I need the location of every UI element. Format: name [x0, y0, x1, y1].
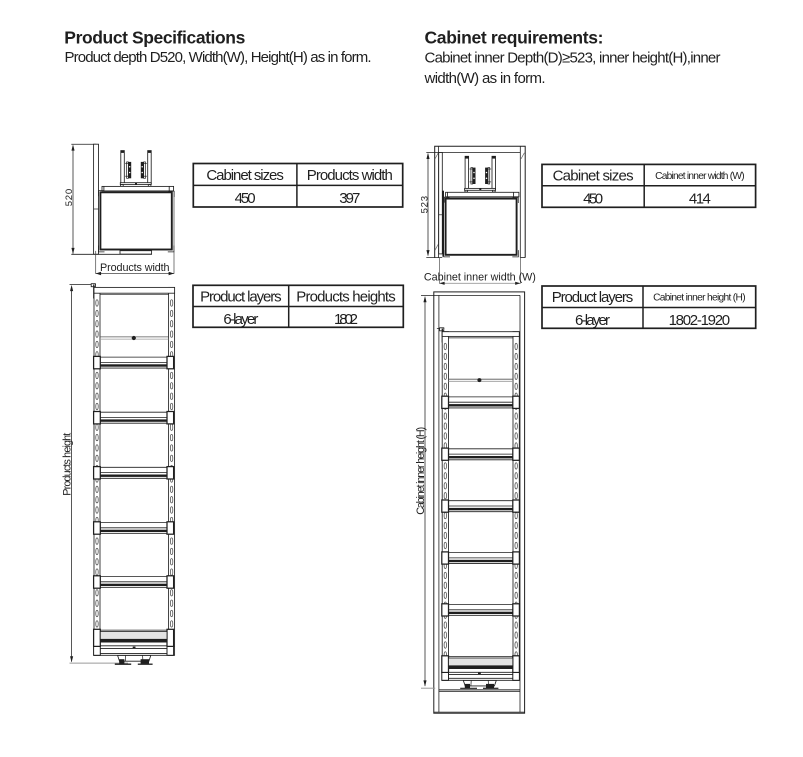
svg-text:Product layers: Product layers: [552, 289, 634, 306]
svg-text:523: 523: [420, 196, 431, 214]
svg-text:Products height: Products height: [61, 433, 73, 496]
svg-text:Products heights: Products heights: [296, 288, 396, 305]
svg-text:Cabinet inner height (H): Cabinet inner height (H): [653, 293, 746, 304]
svg-text:Product layers: Product layers: [200, 288, 282, 305]
svg-text:6-layer: 6-layer: [575, 312, 610, 329]
svg-text:6-layer: 6-layer: [223, 311, 258, 328]
svg-text:Cabinet sizes: Cabinet sizes: [553, 168, 634, 185]
svg-text:Cabinet inner height (H): Cabinet inner height (H): [415, 427, 427, 515]
svg-text:Cabinet inner width (W): Cabinet inner width (W): [655, 171, 745, 182]
svg-text:397: 397: [339, 190, 360, 207]
svg-text:Cabinet sizes: Cabinet sizes: [206, 167, 284, 184]
svg-text:414: 414: [689, 191, 711, 208]
svg-text:1802-1920: 1802-1920: [669, 312, 731, 329]
svg-text:520: 520: [64, 189, 75, 207]
svg-text:Products width: Products width: [307, 167, 393, 184]
svg-text:Cabinet inner width (W): Cabinet inner width (W): [424, 272, 536, 284]
svg-text:width(W) as in form.: width(W) as in form.: [424, 70, 546, 87]
svg-text:Products width: Products width: [100, 262, 170, 274]
svg-text:Product Specifications: Product Specifications: [64, 27, 245, 47]
svg-text:450: 450: [235, 190, 256, 207]
svg-text:Cabinet requirements:: Cabinet requirements:: [425, 27, 604, 47]
svg-text:Product depth D520, Width(W),: Product depth D520, Width(W), Height(H) …: [65, 49, 372, 66]
svg-text:Cabinet inner Depth(D)≥523, in: Cabinet inner Depth(D)≥523, inner height…: [425, 50, 721, 67]
svg-text:450: 450: [583, 191, 603, 208]
svg-text:1802: 1802: [334, 311, 358, 328]
